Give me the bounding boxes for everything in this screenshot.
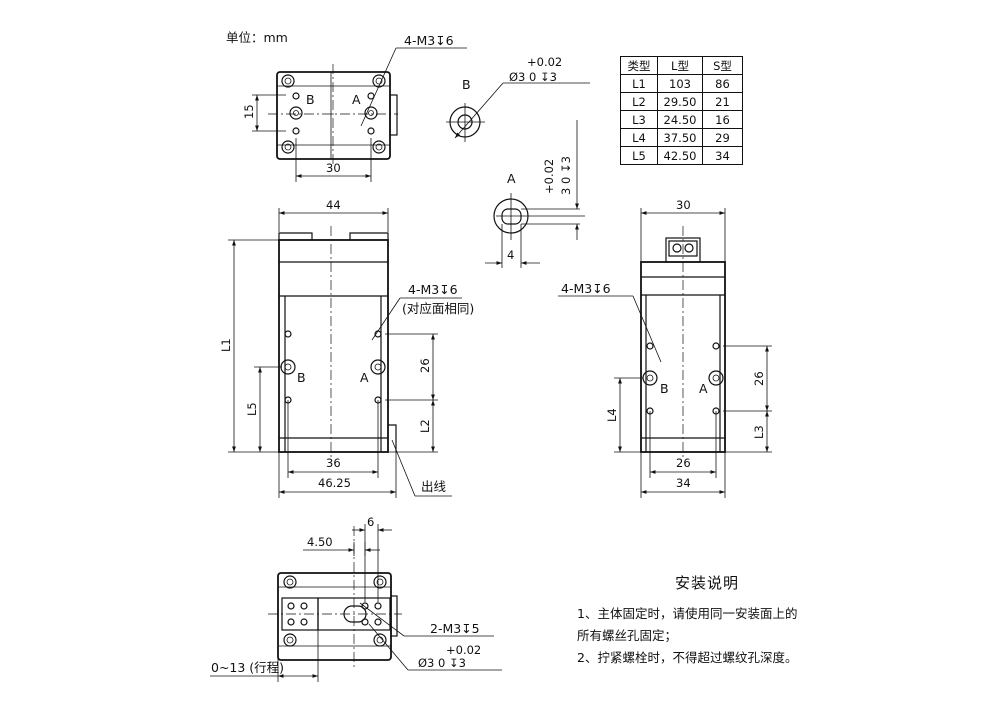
installation-notes: 安装说明 1、主体固定时，请使用同一安装面上的 所有螺丝孔固定； 2、拧紧螺栓时…: [577, 572, 817, 669]
spec-table-header: 类型 L型 S型: [620, 56, 743, 75]
side-callout-holes: 4-M3↧6: [561, 281, 611, 296]
detail-b-tol-upper: +0.02: [527, 55, 562, 69]
detail-a-dim-width: 4: [507, 248, 514, 262]
detail-b-label: B: [462, 77, 471, 92]
table-cell: 29: [702, 128, 743, 147]
side-dim-26v: 26: [752, 371, 766, 386]
spec-header-type: 类型: [620, 56, 658, 75]
bottom-tol-upper: +0.02: [446, 643, 481, 657]
table-cell: 16: [702, 110, 743, 129]
top-view: B A 4-M3↧6 15 30: [242, 33, 467, 182]
front-dim-top: 44: [326, 198, 341, 212]
detail-a-tol-upper: +0.02: [542, 159, 556, 194]
notes-title: 安装说明: [674, 574, 739, 592]
table-row: L1 103 86: [620, 74, 743, 93]
side-dim-l3: L3: [752, 425, 766, 439]
spec-header-l: L型: [657, 56, 703, 75]
bottom-dim-450: 4.50: [307, 535, 333, 549]
side-dim-l4: L4: [605, 408, 619, 422]
unit-label: 单位：mm: [226, 30, 288, 45]
table-row: L5 42.50 34: [620, 146, 743, 165]
front-callout-holes: 4-M3↧6: [408, 282, 458, 297]
notes-line-2: 所有螺丝孔固定；: [577, 628, 678, 643]
side-label-a: A: [699, 381, 708, 396]
bottom-spec: Ø3 0 ↧3: [418, 656, 466, 670]
detail-a: A +0.02 3 0 ↧3 4: [485, 120, 585, 268]
table-cell: 103: [657, 74, 703, 93]
table-cell: L2: [620, 92, 658, 111]
bottom-holes: [283, 575, 387, 647]
front-wire-label: 出线: [421, 479, 447, 494]
side-label-b: B: [660, 381, 669, 396]
detail-a-label: A: [507, 171, 516, 186]
table-cell: 37.50: [657, 128, 703, 147]
table-cell: 29.50: [657, 92, 703, 111]
front-label-a: A: [360, 370, 369, 385]
front-view: B A 4-M3↧6 (对应面相同) 44 L1 L5 26 L2 36: [219, 198, 474, 498]
table-cell: L4: [620, 128, 658, 147]
bottom-view: 6 4.50 2-M3↧5 +0.02 Ø3 0 ↧3 0~13 (行程): [210, 515, 502, 682]
top-corner-holes: [281, 74, 386, 154]
bottom-callout-holes: 2-M3↧5: [430, 621, 480, 636]
top-label-a: A: [352, 92, 361, 107]
front-dim-4625: 46.25: [318, 476, 351, 490]
front-holes: [280, 330, 386, 404]
table-cell: L3: [620, 110, 658, 129]
top-dim-height: 15: [242, 104, 256, 119]
spec-table: 类型 L型 S型 L1 103 86 L2 29.50 21 L3 24.50 …: [620, 56, 743, 165]
side-dim-26: 26: [676, 456, 691, 470]
detail-b: B +0.02 Ø3 0 ↧3: [446, 55, 590, 142]
table-row: L2 29.50 21: [620, 92, 743, 111]
bottom-dim-6: 6: [367, 515, 374, 529]
top-callout-holes: 4-M3↧6: [404, 33, 454, 48]
front-dim-l1: L1: [219, 338, 233, 352]
notes-line-3: 2、拧紧螺栓时，不得超过螺纹孔深度。: [577, 650, 798, 665]
table-cell: L1: [620, 74, 658, 93]
detail-b-spec: Ø3 0 ↧3: [509, 70, 557, 84]
detail-a-spec: 3 0 ↧3: [559, 156, 573, 195]
top-label-b: B: [306, 92, 315, 107]
side-view: B A 4-M3↧6 30 L4 26 L3 26 34: [558, 198, 772, 498]
spec-header-s: S型: [702, 56, 743, 75]
table-cell: L5: [620, 146, 658, 165]
side-dim-34: 34: [676, 476, 691, 490]
table-cell: 21: [702, 92, 743, 111]
table-cell: 24.50: [657, 110, 703, 129]
table-row: L3 24.50 16: [620, 110, 743, 129]
front-callout-note: (对应面相同): [402, 301, 474, 316]
top-dim-width: 30: [326, 161, 341, 175]
notes-line-1: 1、主体固定时，请使用同一安装面上的: [577, 606, 798, 621]
table-cell: 42.50: [657, 146, 703, 165]
side-dim-top: 30: [676, 198, 691, 212]
front-dim-26: 26: [418, 358, 432, 373]
table-row: L4 37.50 29: [620, 128, 743, 147]
top-pin-holes: [289, 92, 378, 135]
bottom-stroke-label: 0~13 (行程): [211, 660, 284, 675]
front-dim-l5: L5: [245, 402, 259, 416]
front-dim-36: 36: [326, 456, 341, 470]
front-dim-l2: L2: [418, 419, 432, 433]
front-label-b: B: [297, 370, 306, 385]
table-cell: 86: [702, 74, 743, 93]
table-cell: 34: [702, 146, 743, 165]
